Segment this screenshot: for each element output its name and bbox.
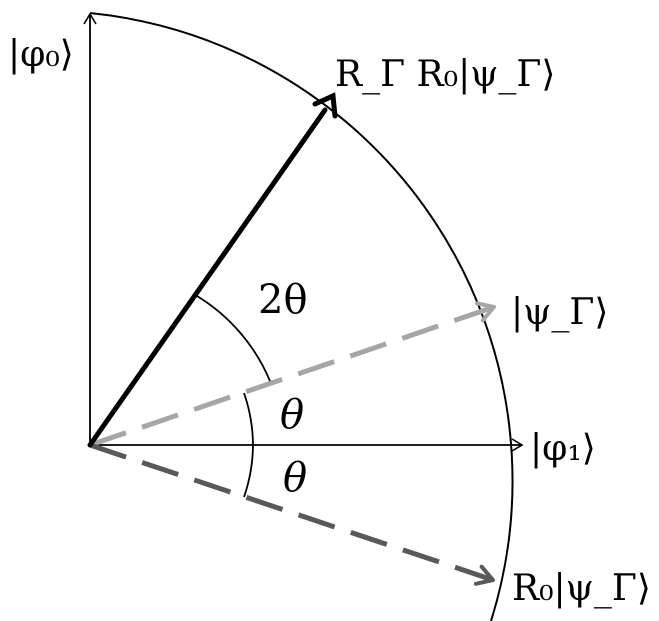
rotated-vector-label: R_Γ R₀|ψ_Γ⟩ <box>335 54 555 95</box>
psi-gamma-vector <box>89 301 496 448</box>
theta-lower-angle-arc <box>243 444 254 498</box>
rotated-vector-arrowhead <box>312 92 338 119</box>
psi-gamma-label: |ψ_Γ⟩ <box>511 292 608 333</box>
two-theta-angle-arc <box>196 295 271 382</box>
unit-circle-arc <box>89 12 514 621</box>
theta-lower-label: θ <box>283 455 307 501</box>
two-theta-label: 2θ <box>258 277 308 323</box>
theta-upper-label: θ <box>280 392 304 438</box>
r0-psi-gamma-label: R₀|ψ_Γ⟩ <box>512 568 651 609</box>
phi1-label: |φ₁⟩ <box>530 428 596 469</box>
phi0-label: |φ₀⟩ <box>8 34 74 75</box>
rotated-vector-shaft <box>87 107 328 448</box>
theta-upper-angle-arc <box>243 392 254 446</box>
r0-psi-gamma-vector <box>89 442 495 586</box>
